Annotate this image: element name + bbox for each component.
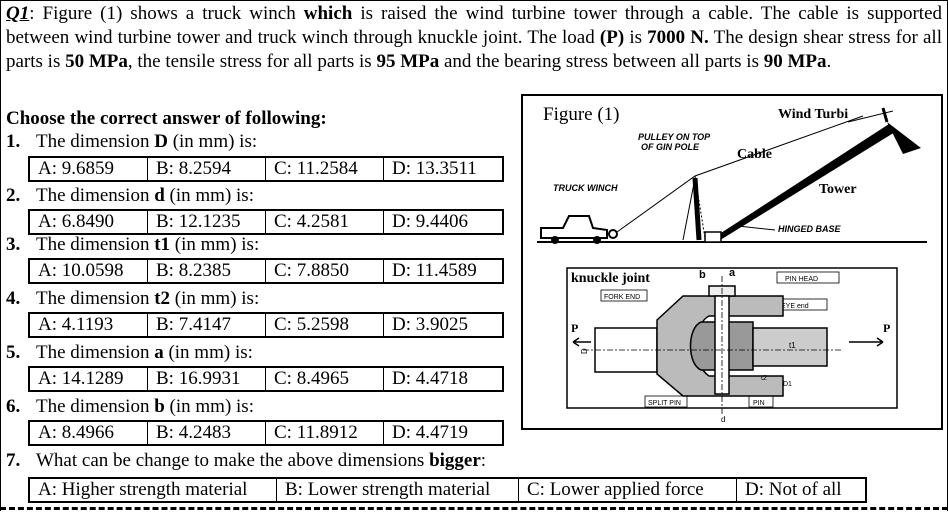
option-d[interactable]: D: 3.9025 xyxy=(392,314,468,335)
dashed-divider xyxy=(0,507,948,510)
question-5: 5.The dimension a (in mm) is: xyxy=(6,342,253,363)
cable-down xyxy=(694,175,706,239)
leader-line xyxy=(737,225,776,231)
option-d[interactable]: D: 11.4589 xyxy=(392,260,477,281)
label-dim-t1: t1 xyxy=(789,341,796,350)
question-1: 1.The dimension D (in mm) is: xyxy=(6,131,258,152)
options-row-7: A: Higher strength material B: Lower str… xyxy=(28,477,867,503)
option-b[interactable]: B: 7.4147 xyxy=(148,314,266,336)
label-tower: Tower xyxy=(819,182,857,197)
options-row-4: A: 4.1193 B: 7.4147 C: 5.2598 D: 3.9025 xyxy=(28,312,504,338)
label-pin-head: PIN HEAD xyxy=(785,276,818,283)
question-7: 7.What can be change to make the above d… xyxy=(6,450,487,471)
option-c[interactable]: C: 7.8850 xyxy=(266,260,384,282)
figure-title: Figure (1) xyxy=(543,104,620,125)
options-row-2: A: 6.8490 B: 12.1235 C: 4.2581 D: 9.4406 xyxy=(28,209,504,235)
turbine-rotor-icon xyxy=(887,122,921,154)
option-a[interactable]: A: 10.0598 xyxy=(30,260,148,282)
label-dim-d: d xyxy=(721,415,725,424)
option-b[interactable]: B: 8.2594 xyxy=(148,158,266,180)
option-b[interactable]: B: 12.1235 xyxy=(148,211,266,233)
turbine-blade-icon xyxy=(881,107,889,123)
option-c[interactable]: C: 11.8912 xyxy=(266,422,384,444)
problem-statement: Q1: Figure (1) shows a truck winch which… xyxy=(6,3,942,72)
question-2: 2.The dimension d (in mm) is: xyxy=(6,185,254,206)
option-a[interactable]: A: 14.1289 xyxy=(30,368,148,390)
label-dim-D: D xyxy=(580,348,589,354)
label-hinged-base: HINGED BASE xyxy=(778,224,842,234)
option-a[interactable]: A: 4.1193 xyxy=(30,314,148,336)
option-b[interactable]: B: Lower strength material xyxy=(277,479,519,501)
option-d[interactable]: D: 4.4718 xyxy=(392,368,468,389)
figure-drawing: Wind Turbi PULLEY ON TOP OF GIN POLE Cab… xyxy=(537,107,927,424)
option-b[interactable]: B: 8.2385 xyxy=(148,260,266,282)
label-load-left: P xyxy=(571,321,578,335)
option-a[interactable]: A: Higher strength material xyxy=(30,479,277,501)
question-4: 4.The dimension t2 (in mm) is: xyxy=(6,288,260,309)
truck-wheel-icon xyxy=(593,236,601,244)
label-pin: PIN xyxy=(753,400,765,407)
option-c[interactable]: C: 8.4965 xyxy=(266,368,384,390)
option-b[interactable]: B: 16.9931 xyxy=(148,368,266,390)
label-truck-winch: TRUCK WINCH xyxy=(553,183,618,193)
instructions-heading: Choose the correct answer of following: xyxy=(6,108,327,129)
gin-pole-guy xyxy=(682,177,696,241)
label-fork-end: FORK END xyxy=(604,294,640,301)
label-eye-end: EYE end xyxy=(781,303,809,310)
hinged-base-icon xyxy=(704,231,722,243)
option-a[interactable]: A: 8.4966 xyxy=(30,422,148,444)
label-pulley-1: PULLEY ON TOP xyxy=(638,132,711,142)
option-d[interactable]: D: 9.4406 xyxy=(392,211,468,232)
options-row-5: A: 14.1289 B: 16.9931 C: 8.4965 D: 4.471… xyxy=(28,366,504,392)
option-a[interactable]: A: 9.6859 xyxy=(30,158,148,180)
options-row-1: A: 9.6859 B: 8.2594 C: 11.2584 D: 13.351… xyxy=(28,156,504,182)
option-d[interactable]: D: 4.4719 xyxy=(392,422,468,443)
option-d[interactable]: D: Not of all xyxy=(745,479,842,500)
arrow-left-icon xyxy=(572,337,591,347)
option-c[interactable]: C: 5.2598 xyxy=(266,314,384,336)
tower-shape xyxy=(707,124,895,242)
figure-1: Figure (1) Wind Turbi PULLEY ON TOP OF G… xyxy=(521,94,943,430)
label-split-pin: SPLIT PIN xyxy=(648,400,681,407)
label-dim-b: b xyxy=(699,269,706,281)
label-dim-D1: D1 xyxy=(783,381,792,388)
truck-wheel-icon xyxy=(551,236,559,244)
option-c[interactable]: C: Lower applied force xyxy=(519,479,737,501)
label-dim-t2: t2 xyxy=(761,375,767,382)
question-6: 6.The dimension b (in mm) is: xyxy=(6,396,254,417)
options-row-3: A: 10.0598 B: 8.2385 C: 7.8850 D: 11.458… xyxy=(28,258,504,284)
truck-icon xyxy=(540,215,608,239)
option-c[interactable]: C: 4.2581 xyxy=(266,211,384,233)
option-a[interactable]: A: 6.8490 xyxy=(30,211,148,233)
option-c[interactable]: C: 11.2584 xyxy=(266,158,384,180)
options-row-6: A: 8.4966 B: 4.2483 C: 11.8912 D: 4.4719 xyxy=(28,420,504,446)
gin-pole xyxy=(692,177,702,241)
eye-rod xyxy=(752,327,828,367)
option-d[interactable]: D: 13.3511 xyxy=(392,158,477,179)
winch-drum-icon xyxy=(608,229,618,239)
label-knuckle-joint: knuckle joint xyxy=(571,271,650,286)
label-wind-turbine: Wind Turbi xyxy=(778,107,848,122)
label-load-right: P xyxy=(883,321,890,335)
question-3: 3.The dimension t1 (in mm) is: xyxy=(6,234,260,255)
label-dim-a: a xyxy=(729,267,736,279)
arrow-right-icon xyxy=(849,337,884,347)
option-b[interactable]: B: 4.2483 xyxy=(148,422,266,444)
label-pulley-2: OF GIN POLE xyxy=(641,142,700,152)
